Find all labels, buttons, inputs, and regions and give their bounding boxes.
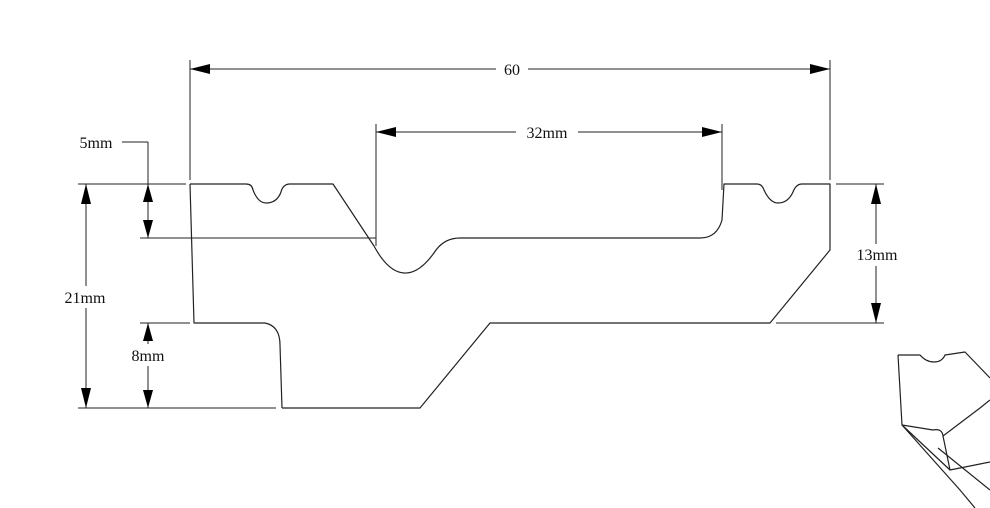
arrowhead-right: [702, 127, 722, 137]
arrowhead-down: [143, 220, 153, 238]
dim-right-height: 13mm: [848, 184, 906, 323]
arrowhead-left: [376, 127, 396, 137]
arrowhead-right: [810, 64, 830, 74]
partial-side-view: [897, 351, 990, 508]
part-outline: [189, 183, 831, 409]
dim-lower-step: 8mm: [124, 323, 172, 408]
arrowhead-up: [81, 184, 91, 204]
arrowhead-up: [143, 323, 153, 341]
dim-label-total-height: 21mm: [65, 290, 106, 307]
arrowhead-up: [143, 184, 153, 202]
dim-label-overall-width: 60: [504, 62, 520, 79]
arrowhead-down: [81, 388, 91, 408]
arrowhead-left: [190, 64, 210, 74]
dim-overall-width: 60: [190, 58, 830, 80]
arrowhead-down: [143, 390, 153, 408]
dim-total-height: 21mm: [56, 184, 114, 408]
dim-label-right-height: 13mm: [857, 247, 898, 264]
dim-slot-width: 32mm: [376, 121, 722, 143]
dim-label-slot-width: 32mm: [527, 125, 568, 142]
arrowhead-down: [871, 303, 881, 323]
dim-label-groove-depth: 5mm: [80, 135, 113, 152]
arrowhead-up: [871, 184, 881, 204]
dim-groove-depth: 5mm: [80, 135, 153, 238]
extension-lines: [78, 60, 884, 409]
dim-label-lower-step: 8mm: [132, 348, 165, 365]
